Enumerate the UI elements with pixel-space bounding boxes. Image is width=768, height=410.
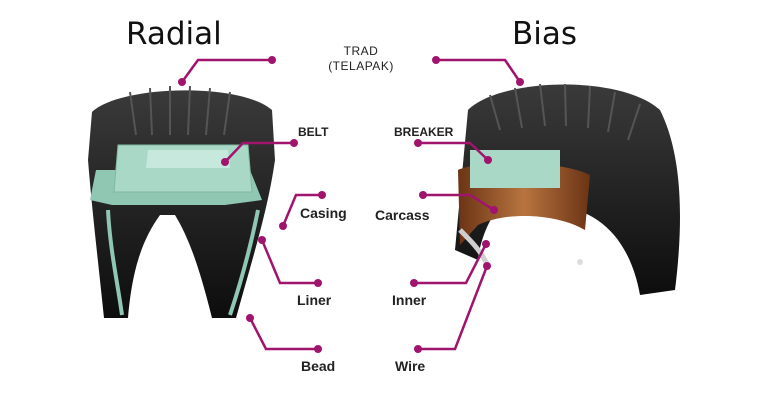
label-casing: Casing	[300, 205, 347, 221]
label-bead: Bead	[301, 358, 336, 374]
title-radial: Radial	[126, 16, 222, 52]
bias-inner-liner	[458, 228, 489, 264]
bias-tire	[455, 83, 680, 295]
radial-liner-right	[228, 209, 260, 316]
label-liner: Liner	[297, 292, 332, 308]
label-inner: Inner	[392, 292, 427, 308]
title-bias: Bias	[512, 16, 578, 52]
leader-casing	[281, 193, 322, 227]
leader-liner	[260, 239, 318, 285]
radial-belt-inner	[146, 150, 230, 168]
leader-carcass	[423, 193, 495, 212]
label-wire: Wire	[395, 358, 426, 374]
leader-tread-bias	[436, 58, 522, 83]
bias-breaker	[470, 150, 560, 188]
bias-bead-wire	[577, 259, 583, 265]
leader-breaker	[418, 141, 489, 161]
leader-inner	[414, 243, 488, 285]
leader-tread-radial	[180, 58, 272, 83]
label-breaker: BREAKER	[394, 125, 454, 139]
leader-bead	[248, 317, 318, 351]
label-tread-line1: TRAD	[343, 44, 379, 58]
label-tread: TRAD (TELAPAK)	[316, 44, 406, 74]
leader-lines	[180, 58, 522, 351]
radial-tire	[88, 85, 275, 319]
bias-tread-blocks	[489, 83, 641, 141]
radial-liner-left	[106, 209, 124, 316]
radial-tread-grooves	[129, 85, 231, 136]
label-belt: BELT	[298, 125, 329, 139]
label-tread-line2: (TELAPAK)	[328, 59, 394, 73]
label-carcass: Carcass	[375, 207, 430, 223]
leader-wire	[418, 265, 489, 351]
leader-dots	[178, 56, 524, 353]
leader-belt	[224, 141, 294, 163]
